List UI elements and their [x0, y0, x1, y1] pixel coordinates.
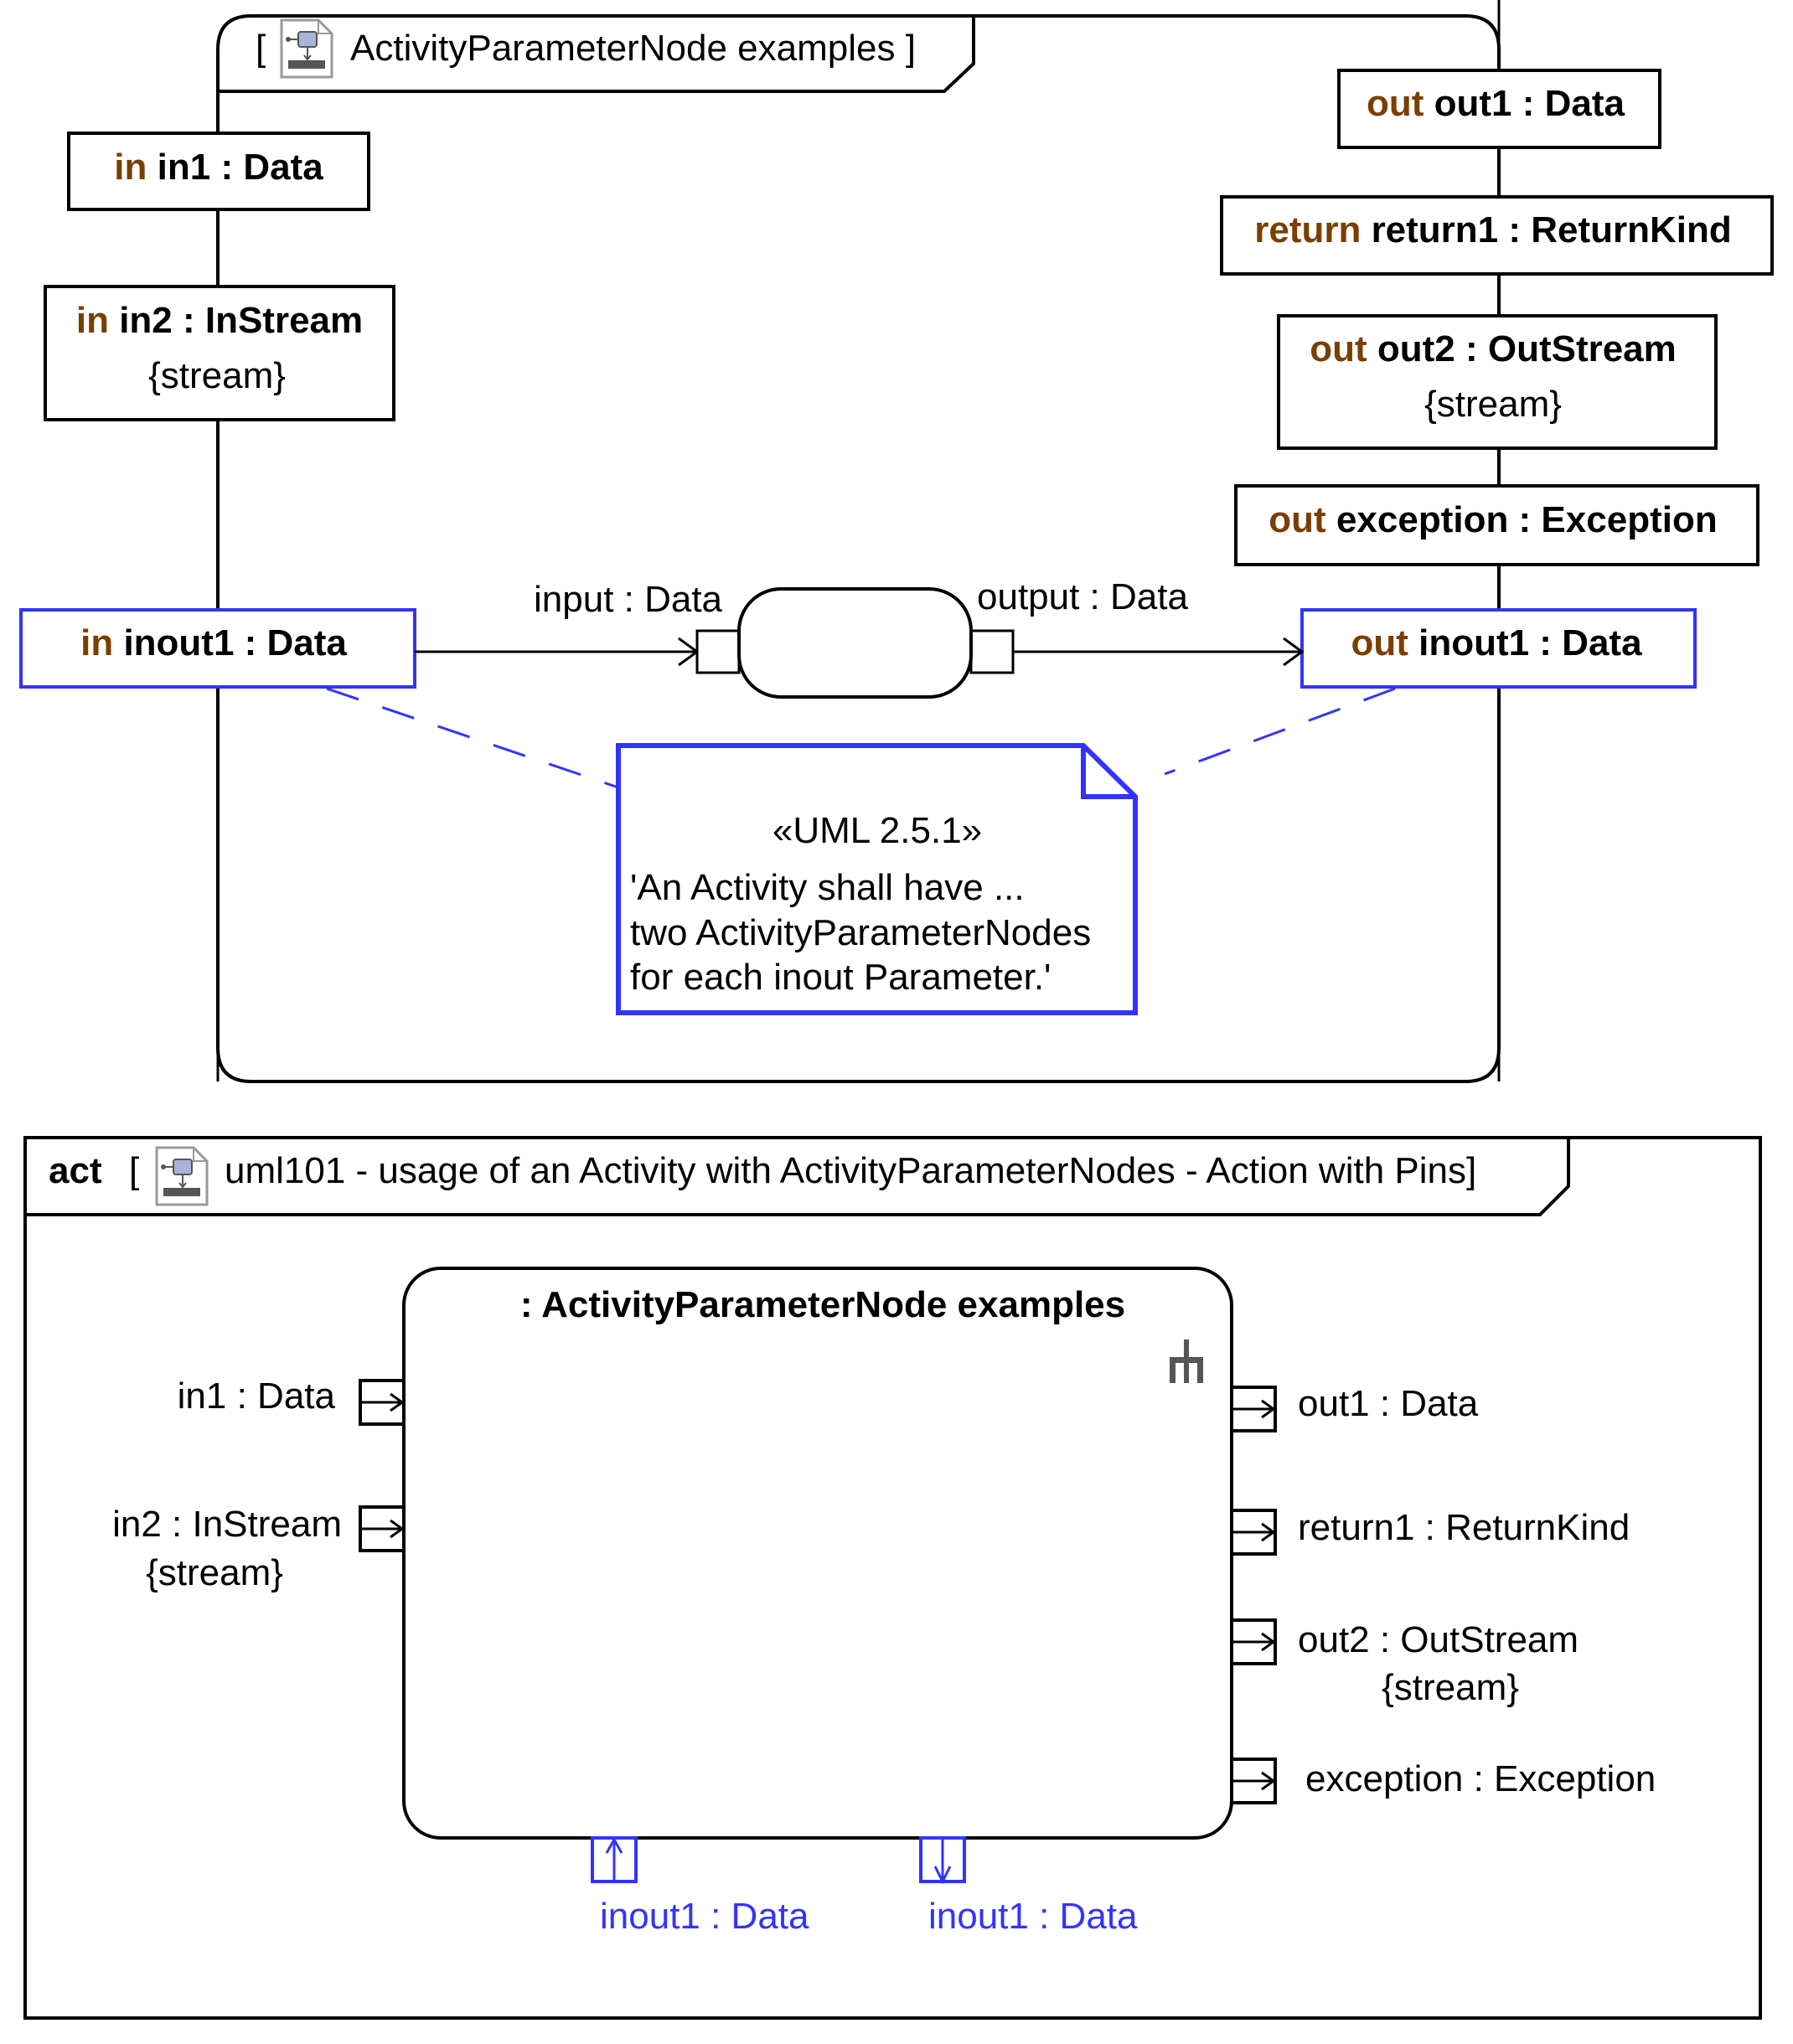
act-frame: act [ uml101 - usage of an Activity with… [23, 1136, 1762, 2020]
parameter-node-out1[interactable]: out out1 : Data [1337, 69, 1661, 149]
parameter-node-in1[interactable]: in in1 : Data [67, 132, 370, 211]
output-pin-label: output : Data [977, 576, 1188, 617]
svg-text:in inout1 : Data: in inout1 : Data [80, 622, 347, 663]
frame-kind: act [49, 1150, 102, 1191]
object-flow-in [415, 637, 700, 667]
comment-note[interactable]: «UML 2.5.1» 'An Activity shall have ... … [616, 743, 1138, 1015]
svg-text:out exception : Exception: out exception : Exception [1269, 499, 1717, 540]
call-behavior-action[interactable]: : ActivityParameterNode examples [402, 1267, 1233, 1840]
frame-title-open: [ [129, 1150, 139, 1191]
rake-icon [1170, 1339, 1203, 1383]
input-pin-in2[interactable] [359, 1505, 406, 1552]
note-stereotype: «UML 2.5.1» [772, 810, 982, 851]
parameter-node-return1[interactable]: return return1 : ReturnKind [1220, 195, 1774, 276]
pin-label-exception: exception : Exception [1305, 1758, 1656, 1799]
parameter-node-out-inout1[interactable]: out inout1 : Data [1300, 608, 1697, 689]
pin-label-in1: in1 : Data [178, 1376, 336, 1417]
activity-diagram-icon [155, 1146, 209, 1206]
pin-constraint-out2: {stream} [1382, 1667, 1519, 1708]
svg-text:out out2 : OutStream: out out2 : OutStream [1310, 328, 1677, 369]
pin-label-inout1-in: inout1 : Data [600, 1896, 809, 1937]
note-anchor-left [326, 687, 619, 789]
activity-diagram-icon [280, 18, 333, 79]
activity-frame: [ ActivityParameterNode examples ] [216, 14, 1501, 1083]
output-pin-exception[interactable] [1230, 1758, 1277, 1804]
object-flow-out [1013, 637, 1305, 667]
parameter-node-in-inout1[interactable]: in inout1 : Data [19, 608, 416, 689]
note-line-1: 'An Activity shall have ... [630, 867, 1025, 908]
output-pin[interactable] [969, 629, 1015, 674]
stream-constraint: {stream} [1424, 384, 1562, 425]
frame-title: uml101 - usage of an Activity with Activ… [225, 1150, 1476, 1191]
svg-text:in in1 : Data: in in1 : Data [114, 147, 323, 188]
svg-text:return return1 : ReturnKind: return return1 : ReturnKind [1254, 209, 1732, 250]
input-pin-in1[interactable] [359, 1379, 406, 1426]
parameter-node-out2[interactable]: out out2 : OutStream {stream} [1277, 314, 1718, 450]
note-line-3: for each inout Parameter.' [630, 957, 1051, 998]
stream-constraint: {stream} [148, 355, 286, 396]
input-pin[interactable] [695, 629, 741, 674]
note-line-2: two ActivityParameterNodes [630, 912, 1091, 953]
pin-constraint-in2: {stream} [146, 1552, 283, 1593]
action-node[interactable] [695, 587, 1015, 699]
pin-label-inout1-out: inout1 : Data [928, 1896, 1138, 1937]
output-pin-return1[interactable] [1230, 1509, 1277, 1556]
input-pin-label: input : Data [534, 579, 723, 620]
pin-label-return1: return1 : ReturnKind [1298, 1507, 1630, 1548]
svg-text:out inout1 : Data: out inout1 : Data [1351, 622, 1642, 663]
action-name: : ActivityParameterNode examples [520, 1284, 1125, 1325]
note-anchor-right [1164, 687, 1396, 776]
output-pin-out1[interactable] [1230, 1386, 1277, 1432]
pin-label-out2: out2 : OutStream [1298, 1619, 1579, 1660]
svg-text:out out1 : Data: out out1 : Data [1367, 83, 1625, 124]
parameter-node-in2[interactable]: in in2 : InStream {stream} [44, 285, 395, 421]
parameter-node-exception[interactable]: out exception : Exception [1234, 484, 1759, 566]
bottom-pin-inout1-in[interactable] [591, 1836, 638, 1883]
svg-text:in in2 : InStream: in in2 : InStream [76, 300, 363, 341]
frame-title: ActivityParameterNode examples ] [350, 28, 916, 69]
output-pin-out2[interactable] [1230, 1618, 1277, 1665]
frame-title-open: [ [256, 28, 266, 69]
pin-label-in2: in2 : InStream [112, 1504, 342, 1545]
bottom-pin-inout1-out[interactable] [919, 1836, 966, 1885]
pin-label-out1: out1 : Data [1298, 1383, 1479, 1424]
